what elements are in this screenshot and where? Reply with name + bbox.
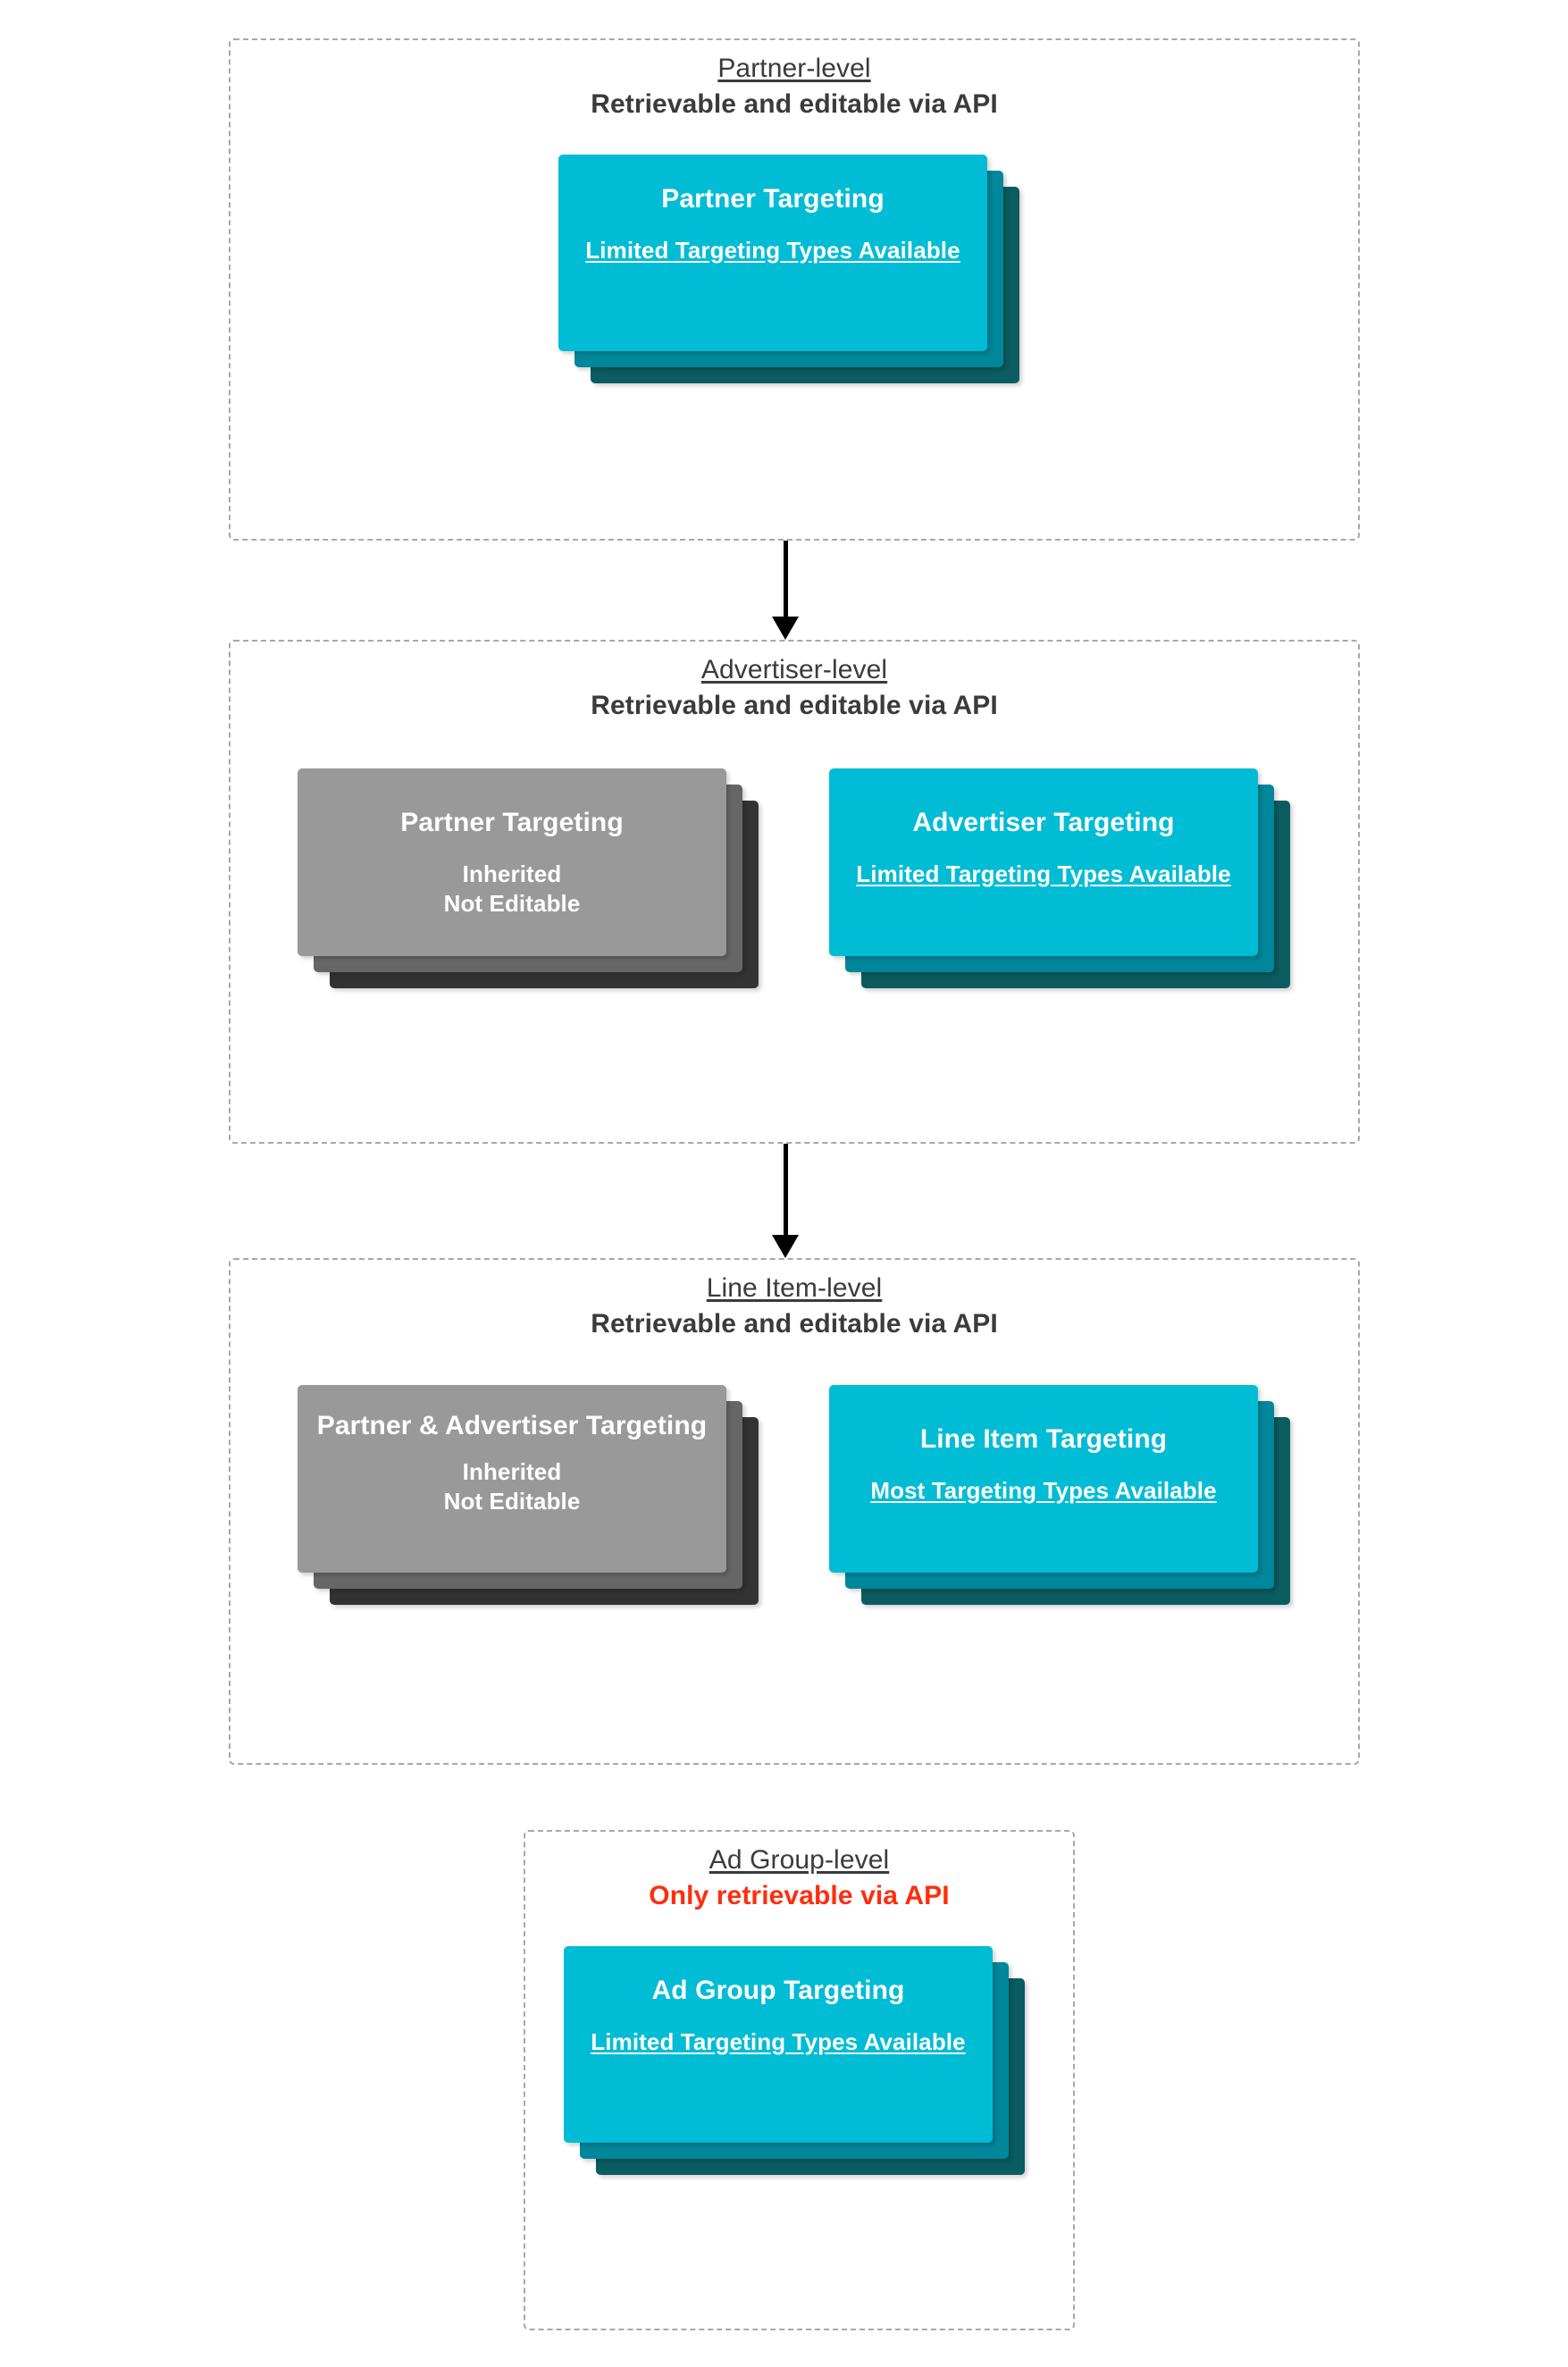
card-stack-adgroup-targeting[interactable]: Ad Group Targeting Limited Targeting Typ…: [564, 1946, 1028, 2178]
level-heading-partner: Partner-level Retrievable and editable v…: [231, 53, 1358, 121]
card-title: Ad Group Targeting: [651, 1976, 905, 2005]
card-stack-lineitem-inherited[interactable]: Partner & Advertiser Targeting Inherited…: [298, 1385, 762, 1626]
card-body: Partner Targeting Limited Targeting Type…: [558, 183, 987, 265]
card-title: Advertiser Targeting: [912, 808, 1175, 837]
level-container-partner: Partner-level Retrievable and editable v…: [229, 38, 1360, 541]
connector-shaft: [783, 541, 788, 617]
level-heading-lineitem: Line Item-level Retrievable and editable…: [231, 1272, 1358, 1340]
card-subtitle: Limited Targeting Types Available: [585, 236, 960, 264]
card-layer-front: Line Item Targeting Most Targeting Types…: [829, 1385, 1258, 1573]
card-subtitle: Inherited Not Editable: [443, 1457, 581, 1515]
card-stack-partner-targeting[interactable]: Partner Targeting Limited Targeting Type…: [558, 155, 1023, 387]
card-layer-front: Partner & Advertiser Targeting Inherited…: [298, 1385, 726, 1573]
level-name-lineitem: Line Item-level: [706, 1273, 883, 1303]
card-stack-advertiser-targeting[interactable]: Advertiser Targeting Limited Targeting T…: [829, 768, 1294, 1010]
card-subtitle: Limited Targeting Types Available: [591, 2027, 966, 2055]
connector-arrowhead: [772, 617, 799, 640]
card-body: Line Item Targeting Most Targeting Types…: [829, 1423, 1258, 1506]
card-layer-front: Ad Group Targeting Limited Targeting Typ…: [564, 1946, 993, 2143]
connector-advertiser-to-lineitem: [767, 1144, 803, 1258]
level-status-lineitem: Retrievable and editable via API: [591, 1309, 998, 1339]
connector-partner-to-advertiser: [767, 541, 803, 640]
card-body: Advertiser Targeting Limited Targeting T…: [829, 807, 1258, 889]
level-container-lineitem: Line Item-level Retrievable and editable…: [229, 1258, 1360, 1765]
card-layer-front: Partner Targeting Inherited Not Editable: [298, 768, 726, 956]
level-name-adgroup: Ad Group-level: [709, 1845, 890, 1875]
card-title: Partner & Advertiser Targeting: [316, 1411, 708, 1440]
level-container-advertiser: Advertiser-level Retrievable and editabl…: [229, 640, 1360, 1144]
card-title: Line Item Targeting: [919, 1424, 1168, 1454]
level-name-partner: Partner-level: [717, 54, 871, 83]
level-heading-advertiser: Advertiser-level Retrievable and editabl…: [231, 654, 1358, 722]
card-subtitle: Limited Targeting Types Available: [856, 860, 1231, 887]
card-stack-advertiser-inherited[interactable]: Partner Targeting Inherited Not Editable: [298, 768, 762, 1010]
connector-shaft: [783, 1144, 788, 1235]
level-status-adgroup: Only retrievable via API: [649, 1881, 950, 1911]
level-container-adgroup: Ad Group-level Only retrievable via API …: [524, 1830, 1075, 2330]
level-status-advertiser: Retrievable and editable via API: [591, 691, 998, 721]
level-heading-adgroup: Ad Group-level Only retrievable via API: [525, 1844, 1073, 1912]
card-layer-front: Advertiser Targeting Limited Targeting T…: [829, 768, 1258, 956]
card-body: Partner & Advertiser Targeting Inherited…: [298, 1410, 726, 1516]
card-body: Partner Targeting Inherited Not Editable: [298, 807, 726, 919]
card-body: Ad Group Targeting Limited Targeting Typ…: [564, 1975, 993, 2057]
card-subtitle: Most Targeting Types Available: [870, 1476, 1217, 1504]
level-name-advertiser: Advertiser-level: [700, 655, 888, 684]
level-status-partner: Retrievable and editable via API: [591, 89, 998, 120]
card-stack-lineitem-targeting[interactable]: Line Item Targeting Most Targeting Types…: [829, 1385, 1294, 1626]
card-title: Partner Targeting: [400, 808, 624, 837]
card-layer-front: Partner Targeting Limited Targeting Type…: [558, 155, 987, 351]
card-title: Partner Targeting: [661, 184, 885, 214]
connector-arrowhead: [772, 1235, 799, 1258]
card-subtitle: Inherited Not Editable: [443, 860, 581, 917]
